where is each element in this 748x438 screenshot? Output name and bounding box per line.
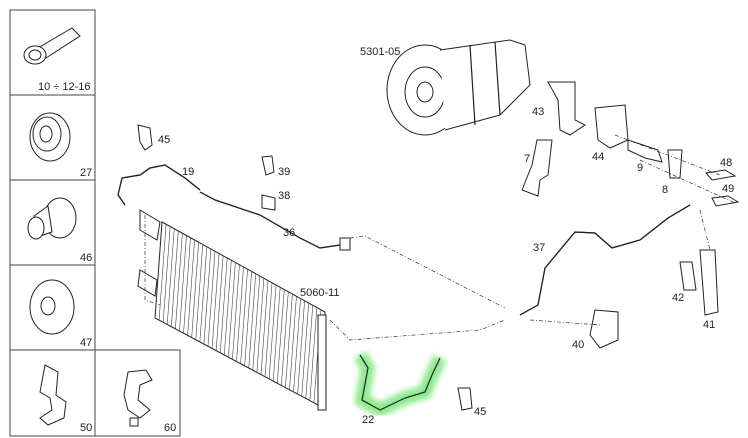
- radiator-fin: [219, 257, 228, 353]
- radiator-fin: [297, 300, 305, 395]
- bolt-icon: [23, 27, 81, 65]
- callout-36: 36: [283, 227, 296, 239]
- callout-43: 43: [532, 106, 545, 118]
- callout-44: 44: [592, 151, 605, 163]
- radiator-fin: [272, 287, 281, 382]
- callout-8: 8: [662, 184, 669, 196]
- callout-7: 7: [524, 153, 531, 165]
- radiator-fin: [199, 246, 208, 342]
- callout-48: 48: [720, 157, 733, 169]
- fitting: [339, 237, 351, 251]
- radiator-fin: [228, 262, 236, 358]
- flange-nut-icon: [29, 112, 71, 162]
- radiator-fin: [281, 291, 289, 386]
- hose-22-highlighted: [354, 351, 447, 418]
- radiator-fin: [166, 228, 175, 325]
- legend-label-clip-60: 60: [164, 422, 177, 434]
- callout-5301-05: 5301-05: [360, 46, 401, 58]
- radiator-fin: [162, 226, 171, 323]
- radiator-fin: [305, 305, 314, 399]
- bushing-icon: [27, 197, 77, 240]
- radiator-fin: [207, 251, 216, 347]
- legend-label-washer: 47: [80, 337, 93, 349]
- radiator-fin: [236, 266, 244, 362]
- radiator-fin: [248, 273, 257, 369]
- radiator-fin: [232, 264, 240, 360]
- bracket-9: [627, 139, 663, 163]
- transmission: [386, 39, 531, 136]
- clip-39: [261, 155, 275, 176]
- callout-49: 49: [722, 183, 735, 195]
- radiator-fin: [211, 253, 220, 349]
- radiator-fin: [187, 239, 195, 336]
- legend-label-bolt: 10 ÷ 12-16: [38, 81, 91, 93]
- radiator-fin: [175, 233, 183, 329]
- radiator-fin: [260, 280, 269, 375]
- radiator-fin: [171, 230, 179, 327]
- radiator-fin: [240, 269, 248, 364]
- radiator-fin: [276, 289, 285, 384]
- radiator-fin: [264, 282, 273, 377]
- legend-label-bushing: 46: [80, 252, 93, 264]
- radiator-fin: [183, 237, 191, 334]
- callout-45-lower: 45: [474, 406, 487, 418]
- callout-45: 45: [158, 134, 171, 146]
- radiator-fin: [223, 260, 232, 355]
- radiator: [137, 209, 327, 411]
- radiator-fin: [293, 298, 301, 392]
- callout-5060-11: 5060-11: [300, 287, 340, 299]
- bracket-43: [547, 81, 586, 136]
- radiator-fin: [285, 293, 293, 388]
- radiator-fin: [309, 307, 318, 401]
- radiator-fin: [252, 275, 261, 371]
- legend-label-clip-50: 50: [80, 422, 93, 434]
- callout-9: 9: [637, 162, 644, 174]
- callout-37: 37: [533, 242, 546, 254]
- bracket-40: [589, 309, 619, 349]
- radiator-fin: [268, 284, 277, 379]
- radiator-fin: [179, 235, 187, 332]
- callout-38: 38: [278, 190, 291, 202]
- washer-icon: [29, 279, 75, 335]
- clip-45: [137, 124, 153, 151]
- radiator-fin: [289, 296, 297, 390]
- clip-50-icon: [39, 364, 67, 426]
- radiator-fin: [215, 255, 224, 351]
- fitting-49: [711, 195, 740, 207]
- callout-40: 40: [572, 339, 585, 351]
- bracket-41: [699, 249, 719, 316]
- callout-41: 41: [703, 319, 716, 331]
- legend-label-nut: 27: [80, 167, 93, 179]
- bracket-38: [261, 194, 276, 211]
- bracket-7: [521, 139, 553, 197]
- bracket-42: [679, 261, 697, 291]
- callout-19: 19: [182, 166, 195, 178]
- callout-22: 22: [362, 414, 375, 426]
- radiator-fin: [256, 278, 265, 373]
- clip-45-lower: [457, 387, 473, 411]
- callout-42: 42: [672, 292, 685, 304]
- radiator-fin: [203, 248, 212, 345]
- block-44: [594, 104, 629, 149]
- callout-39: 39: [278, 166, 291, 178]
- clip-60-icon: [123, 369, 153, 427]
- legend-grid: [9, 9, 181, 437]
- radiator-fin: [191, 242, 199, 338]
- radiator-fin: [301, 302, 309, 397]
- radiator-fin: [158, 224, 167, 321]
- radiator-fin: [244, 271, 252, 366]
- plate-8: [667, 149, 683, 179]
- radiator-fin: [195, 244, 204, 340]
